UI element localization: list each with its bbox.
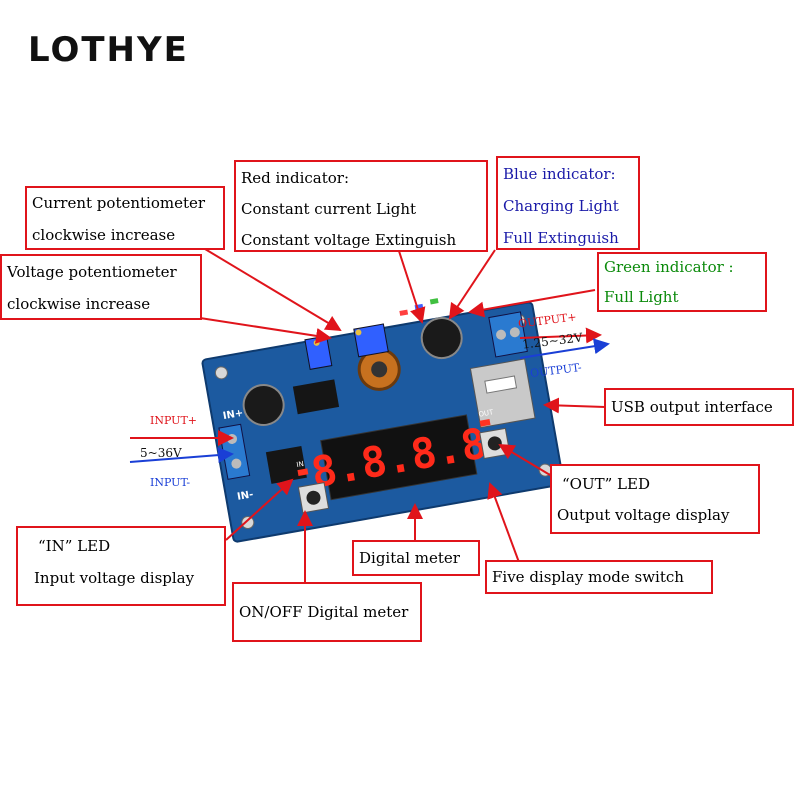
callout-line: Blue indicator: [503,165,616,183]
callout-line: ON/OFF Digital meter [239,603,409,621]
callout-in-led: “IN” LED Input voltage display [16,526,226,606]
brand-logo: LOTHYE [28,30,189,70]
callout-onoff-digital-meter: ON/OFF Digital meter [232,582,422,642]
callout-line: “OUT” LED [562,475,650,493]
callout-line: Full Light [604,288,679,306]
callout-line: Voltage potentiometer [7,263,177,281]
callout-line: Constant current Light [241,200,417,218]
callout-line: clockwise increase [7,295,151,313]
callout-digital-meter: Digital meter [352,540,480,576]
callout-red-indicator: Red indicator: Constant current Light Co… [234,160,488,252]
callout-current-potentiometer: Current potentiometer clockwise increase [25,186,225,250]
input-range-label: 5~36V [140,446,182,460]
callout-green-indicator: Green indicator : Full Light [597,252,767,312]
callout-line: Current potentiometer [32,194,206,212]
callout-line: “IN” LED [38,537,111,555]
callout-line: Output voltage display [557,506,730,524]
callout-line: clockwise increase [32,226,176,244]
callout-line: Green indicator : [604,258,734,276]
callout-blue-indicator: Blue indicator: Charging Light Full Exti… [496,156,640,250]
pin-in-plus: IN+ [222,408,244,422]
callout-line: Five display mode switch [492,568,684,586]
callout-line: Input voltage display [34,569,195,587]
callout-voltage-potentiometer: Voltage potentiometer clockwise increase [0,254,202,320]
callout-line: Charging Light [503,197,619,215]
pin-in-minus: IN- [236,489,254,503]
led-out-label: OUT [478,408,495,419]
pcb-board: 8.8.8.8 IN+ IN- IN OUT [201,298,565,543]
callout-line: Constant voltage Extinguish [241,231,457,249]
led-in-label: IN [296,460,305,469]
callout-out-led: “OUT” LED Output voltage display [550,464,760,534]
callout-five-mode-switch: Five display mode switch [485,560,713,594]
callout-line: Digital meter [359,549,460,567]
input-plus-label: INPUT+ [150,414,198,427]
callout-line: Full Extinguish [503,229,619,247]
callout-usb-output: USB output interface [604,388,794,426]
callout-line: Red indicator: [241,169,350,187]
input-minus-label: INPUT- [150,476,191,489]
callout-line: USB output interface [611,398,773,416]
